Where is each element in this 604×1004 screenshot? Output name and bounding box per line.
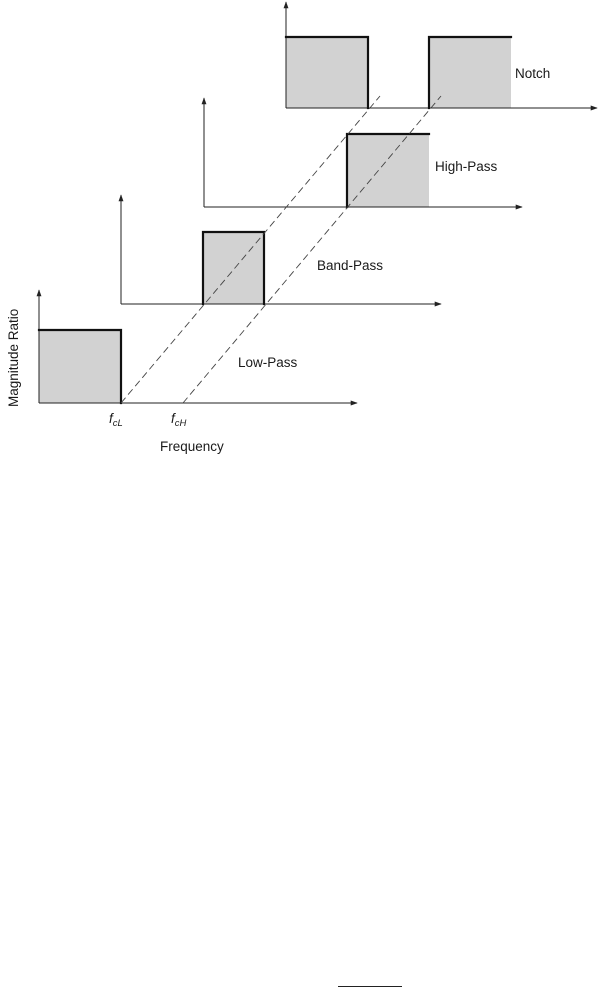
- y-axis-title: Magnitude Ratio: [6, 309, 21, 407]
- band-pass-label: Band-Pass: [317, 258, 383, 273]
- band-pass-band: [203, 232, 264, 304]
- band-pass-panel: Band-Pass: [121, 195, 441, 304]
- low-pass-band: [39, 330, 121, 403]
- notch-panel: Notch: [286, 2, 597, 108]
- bottom-rule: [338, 986, 402, 987]
- notch-right-band: [429, 37, 511, 108]
- high-pass-band: [347, 134, 429, 207]
- high-pass-label: High-Pass: [435, 159, 498, 174]
- x-axis-title: Frequency: [160, 439, 224, 454]
- low-pass-label: Low-Pass: [238, 355, 298, 370]
- high-pass-panel: High-Pass: [204, 98, 522, 207]
- notch-label: Notch: [515, 66, 550, 81]
- notch-left-band: [286, 37, 368, 108]
- fcH-marker: fcH: [171, 411, 187, 429]
- fcL-marker: fcL: [109, 411, 123, 429]
- low-pass-panel: Low-Pass: [39, 290, 357, 403]
